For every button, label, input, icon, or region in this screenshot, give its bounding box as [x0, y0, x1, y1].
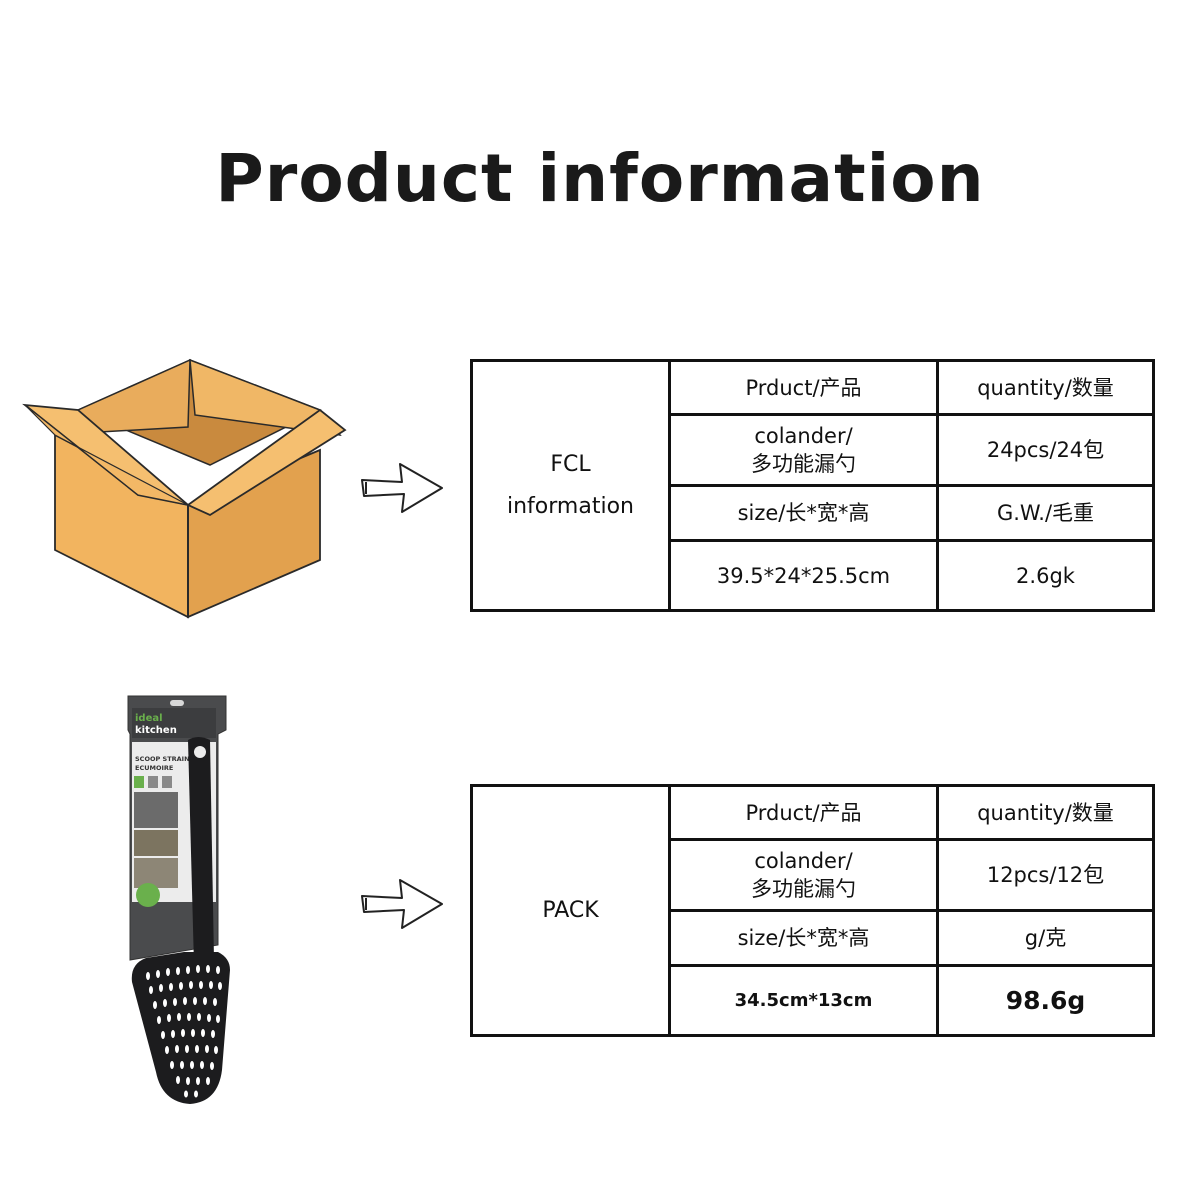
fcl-product-name-line2: 多功能漏勺	[751, 452, 856, 476]
box-right-front-flap	[186, 408, 347, 517]
fcl-weight-value: 2.6gk	[936, 539, 1155, 612]
fcl-side-line2: information	[507, 493, 634, 519]
arrow-right-icon	[361, 463, 443, 513]
fcl-size-value: 39.5*24*25.5cm	[668, 539, 939, 612]
box-back-right-flap	[189, 358, 342, 436]
fcl-product-name-line1: colander/	[754, 424, 853, 448]
fcl-quantity-header: quantity/数量	[936, 359, 1155, 416]
package-product-line2: ECUMOIRE	[135, 764, 173, 772]
strainer-scoop-head	[131, 952, 230, 1104]
fcl-quantity-value: 24pcs/24包	[936, 413, 1155, 487]
pack-weight-header: g/克	[936, 909, 1155, 967]
package-brand-area	[132, 708, 216, 738]
package-brand-line2: kitchen	[135, 725, 177, 736]
fcl-product-header: Prduct/产品	[668, 359, 939, 416]
pack-information-table: PACK Prduct/产品 quantity/数量 colander/ 多功能…	[470, 784, 1155, 1037]
package-brand-line1: ideal	[135, 713, 163, 724]
fcl-side-label: FCL information	[470, 359, 671, 612]
pack-size-header: size/长*宽*高	[668, 909, 939, 967]
pack-size-value: 34.5cm*13cm	[668, 964, 939, 1037]
pack-weight-value: 98.6g	[936, 964, 1155, 1037]
package-product-line1: SCOOP STRAINER	[135, 755, 199, 763]
page-title: Product information	[215, 140, 985, 217]
pack-product-name-line1: colander/	[754, 849, 853, 873]
pack-quantity-header: quantity/数量	[936, 784, 1155, 841]
pack-product-header: Prduct/产品	[668, 784, 939, 841]
box-back-left-flap	[77, 358, 191, 434]
fcl-information-table: FCL information Prduct/产品 quantity/数量 co…	[470, 359, 1155, 612]
fcl-product-name: colander/ 多功能漏勺	[668, 413, 939, 487]
strainer-handle	[188, 737, 214, 965]
strainer-hang-hole	[194, 746, 206, 758]
fcl-size-header: size/长*宽*高	[668, 484, 939, 542]
pack-quantity-value: 12pcs/12包	[936, 838, 1155, 912]
pack-product-name: colander/ 多功能漏勺	[668, 838, 939, 912]
fcl-weight-header: G.W./毛重	[936, 484, 1155, 542]
cardboard-box-illustration	[22, 358, 347, 619]
scoop-strainer-package-illustration: ideal kitchen SCOOP STRAINER ECUMOIRE	[127, 695, 230, 1104]
arrow-right-icon	[361, 879, 443, 929]
strainer-holes	[146, 965, 222, 1098]
pack-product-name-line2: 多功能漏勺	[751, 877, 856, 901]
pack-side-label: PACK	[470, 784, 671, 1037]
fcl-side-line1: FCL	[550, 451, 591, 477]
